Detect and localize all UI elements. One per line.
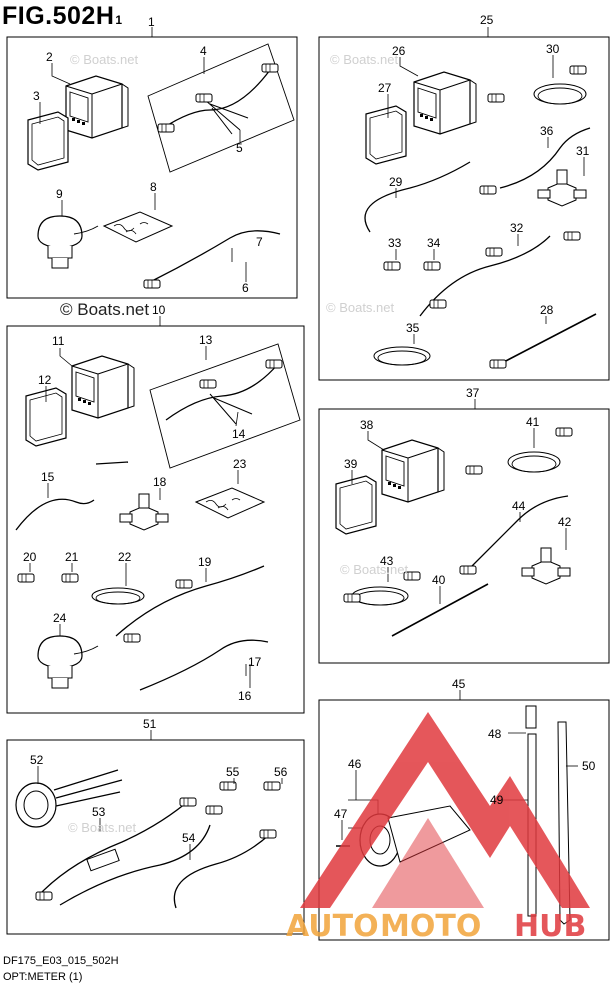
callout-8: 8: [150, 180, 157, 194]
callout-2: 2: [46, 50, 53, 64]
callout-6: 6: [242, 281, 249, 295]
callout-24: 24: [53, 611, 67, 625]
callout-46: 46: [348, 757, 362, 771]
callout-47: 47: [334, 807, 348, 821]
callout-42: 42: [558, 515, 572, 529]
callout-10: 10: [152, 303, 166, 317]
callout-23: 23: [233, 457, 247, 471]
callout-36: 36: [540, 124, 554, 138]
figure-code: DF175_E03_015_502H: [3, 955, 119, 967]
callout-44: 44: [512, 499, 526, 513]
faint-watermark-3: © Boats.net: [326, 300, 395, 315]
callout-13: 13: [199, 333, 213, 347]
group-10: [6, 316, 305, 714]
callout-55: 55: [226, 765, 240, 779]
automotohub-logo: AUTO MOTO HUB: [286, 712, 590, 944]
callout-19: 19: [198, 555, 212, 569]
figure-title: FIG.502H1: [2, 2, 123, 31]
brand-hub: HUB: [514, 909, 586, 944]
callout-31: 31: [576, 144, 590, 158]
callout-34: 34: [427, 236, 441, 250]
callout-33: 33: [388, 236, 402, 250]
callout-9: 9: [56, 187, 63, 201]
callout-28: 28: [540, 303, 554, 317]
callout-32: 32: [510, 221, 524, 235]
callout-21: 21: [65, 550, 79, 564]
callout-3: 3: [33, 89, 40, 103]
callout-54: 54: [182, 831, 196, 845]
callout-35: 35: [406, 321, 420, 335]
callout-43: 43: [380, 554, 394, 568]
callout-7: 7: [256, 235, 263, 249]
callout-38: 38: [360, 418, 374, 432]
figure-subtitle: OPT:METER (1): [3, 971, 83, 983]
callout-5: 5: [236, 141, 243, 155]
callout-30: 30: [546, 42, 560, 56]
callout-40: 40: [432, 573, 446, 587]
callout-48: 48: [488, 727, 502, 741]
callout-22: 22: [118, 550, 132, 564]
callout-15: 15: [41, 470, 55, 484]
callout-25: 25: [480, 13, 494, 27]
group-25: [318, 27, 610, 381]
callout-51: 51: [143, 717, 157, 731]
title-suffix: 1: [115, 13, 123, 27]
callout-45: 45: [452, 677, 466, 691]
callout-18: 18: [153, 475, 167, 489]
brand-moto: MOTO: [380, 909, 481, 944]
faint-watermark-4: © Boats.net: [340, 562, 409, 577]
callout-29: 29: [389, 175, 403, 189]
group-37: [318, 399, 610, 664]
callout-20: 20: [23, 550, 37, 564]
title-text: FIG.502H: [2, 2, 115, 30]
boats-watermark: © Boats.net: [60, 300, 150, 319]
callout-11: 11: [52, 334, 65, 348]
callout-labels: 1 2 3 4 5 6 7 8 9 10 11 12 13 14 15 16 1…: [23, 13, 596, 845]
group-51: [6, 730, 305, 935]
callout-49: 49: [490, 793, 504, 807]
faint-watermark-2: © Boats.net: [330, 52, 399, 67]
group-1: [6, 27, 298, 299]
callout-12: 12: [38, 373, 52, 387]
callout-26: 26: [392, 44, 406, 58]
callout-27: 27: [378, 81, 392, 95]
callout-4: 4: [200, 44, 207, 58]
callout-37: 37: [466, 386, 480, 400]
callout-56: 56: [274, 765, 288, 779]
callout-16: 16: [238, 689, 252, 703]
callout-1: 1: [148, 15, 155, 29]
faint-watermark-5: © Boats.net: [68, 820, 137, 835]
callout-52: 52: [30, 753, 44, 767]
callout-17: 17: [248, 655, 262, 669]
brand-auto: AUTO: [286, 909, 379, 944]
callout-53: 53: [92, 805, 106, 819]
callout-39: 39: [344, 457, 358, 471]
callout-50: 50: [582, 759, 596, 773]
callout-41: 41: [526, 415, 540, 429]
callout-14: 14: [232, 427, 246, 441]
faint-watermark-1: © Boats.net: [70, 52, 139, 67]
